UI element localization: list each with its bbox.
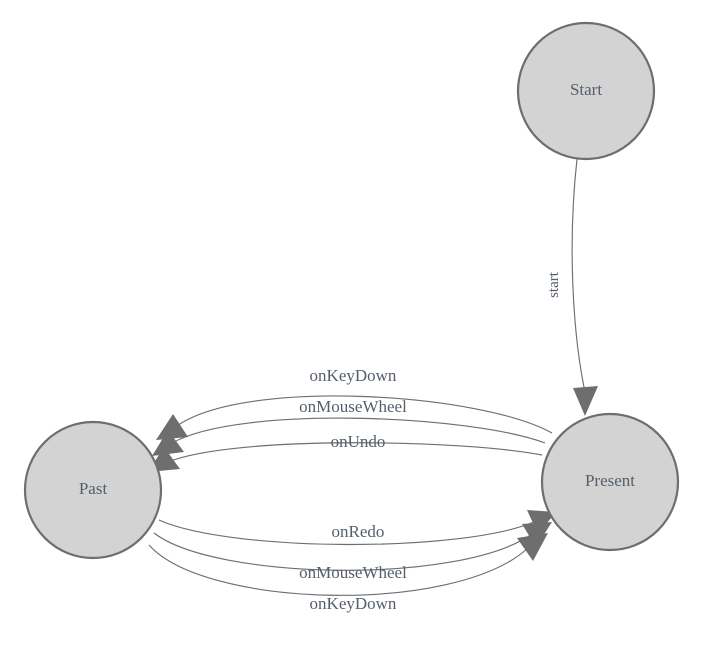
arrowhead-past-to-present-onmousewheel xyxy=(522,522,552,547)
edge-past-to-present-onkeydown-path xyxy=(148,544,529,596)
edge-present-to-past-onkeydown-path xyxy=(176,395,553,434)
node-start-label: Start xyxy=(570,80,602,99)
arrowhead-start-to-present xyxy=(573,386,598,416)
arrowhead-past-to-present-onkeydown xyxy=(517,533,548,561)
arrowhead-past-to-present-onredo xyxy=(527,510,556,534)
node-past[interactable]: Past xyxy=(23,420,163,560)
edge-label-past-to-present-onredo: onRedo xyxy=(332,522,385,541)
edge-present-to-past-onmousewheel[interactable]: onMouseWheel xyxy=(152,397,546,456)
edge-present-to-past-onundo-path xyxy=(167,442,543,463)
edge-label-present-to-past-onundo: onUndo xyxy=(331,432,386,451)
edge-past-to-present-onredo-path xyxy=(158,519,537,546)
node-past-label: Past xyxy=(79,479,108,498)
arrowhead-present-to-past-onmousewheel xyxy=(152,430,184,456)
node-start[interactable]: Start xyxy=(516,21,656,161)
edge-label-present-to-past-onmousewheel: onMouseWheel xyxy=(299,397,407,416)
edge-present-to-past-onmousewheel-path xyxy=(171,417,546,444)
edge-label-past-to-present-onkeydown: onKeyDown xyxy=(310,594,397,613)
node-present-label: Present xyxy=(585,471,635,490)
node-start-circle xyxy=(516,21,656,161)
edge-past-to-present-onredo[interactable]: onRedo xyxy=(158,510,556,546)
node-past-circle xyxy=(23,420,163,560)
edge-present-to-past-onkeydown[interactable]: onKeyDown xyxy=(156,366,553,440)
arrowhead-present-to-past-onkeydown xyxy=(156,414,188,440)
edge-present-to-past-onundo[interactable]: onUndo xyxy=(148,432,543,472)
edge-label-present-to-past-onkeydown: onKeyDown xyxy=(310,366,397,385)
edge-label-start: start xyxy=(546,271,562,298)
edge-past-to-present-onkeydown[interactable]: onKeyDown xyxy=(148,533,548,613)
node-present-circle xyxy=(540,412,680,552)
node-present[interactable]: Present xyxy=(540,412,680,552)
edge-start-to-present[interactable]: start xyxy=(546,158,598,416)
edge-past-to-present-onmousewheel[interactable]: onMouseWheel xyxy=(153,522,552,582)
edge-past-to-present-onmousewheel-path xyxy=(153,532,533,571)
edge-start-to-present-path xyxy=(571,158,586,393)
edge-label-past-to-present-onmousewheel: onMouseWheel xyxy=(299,563,407,582)
